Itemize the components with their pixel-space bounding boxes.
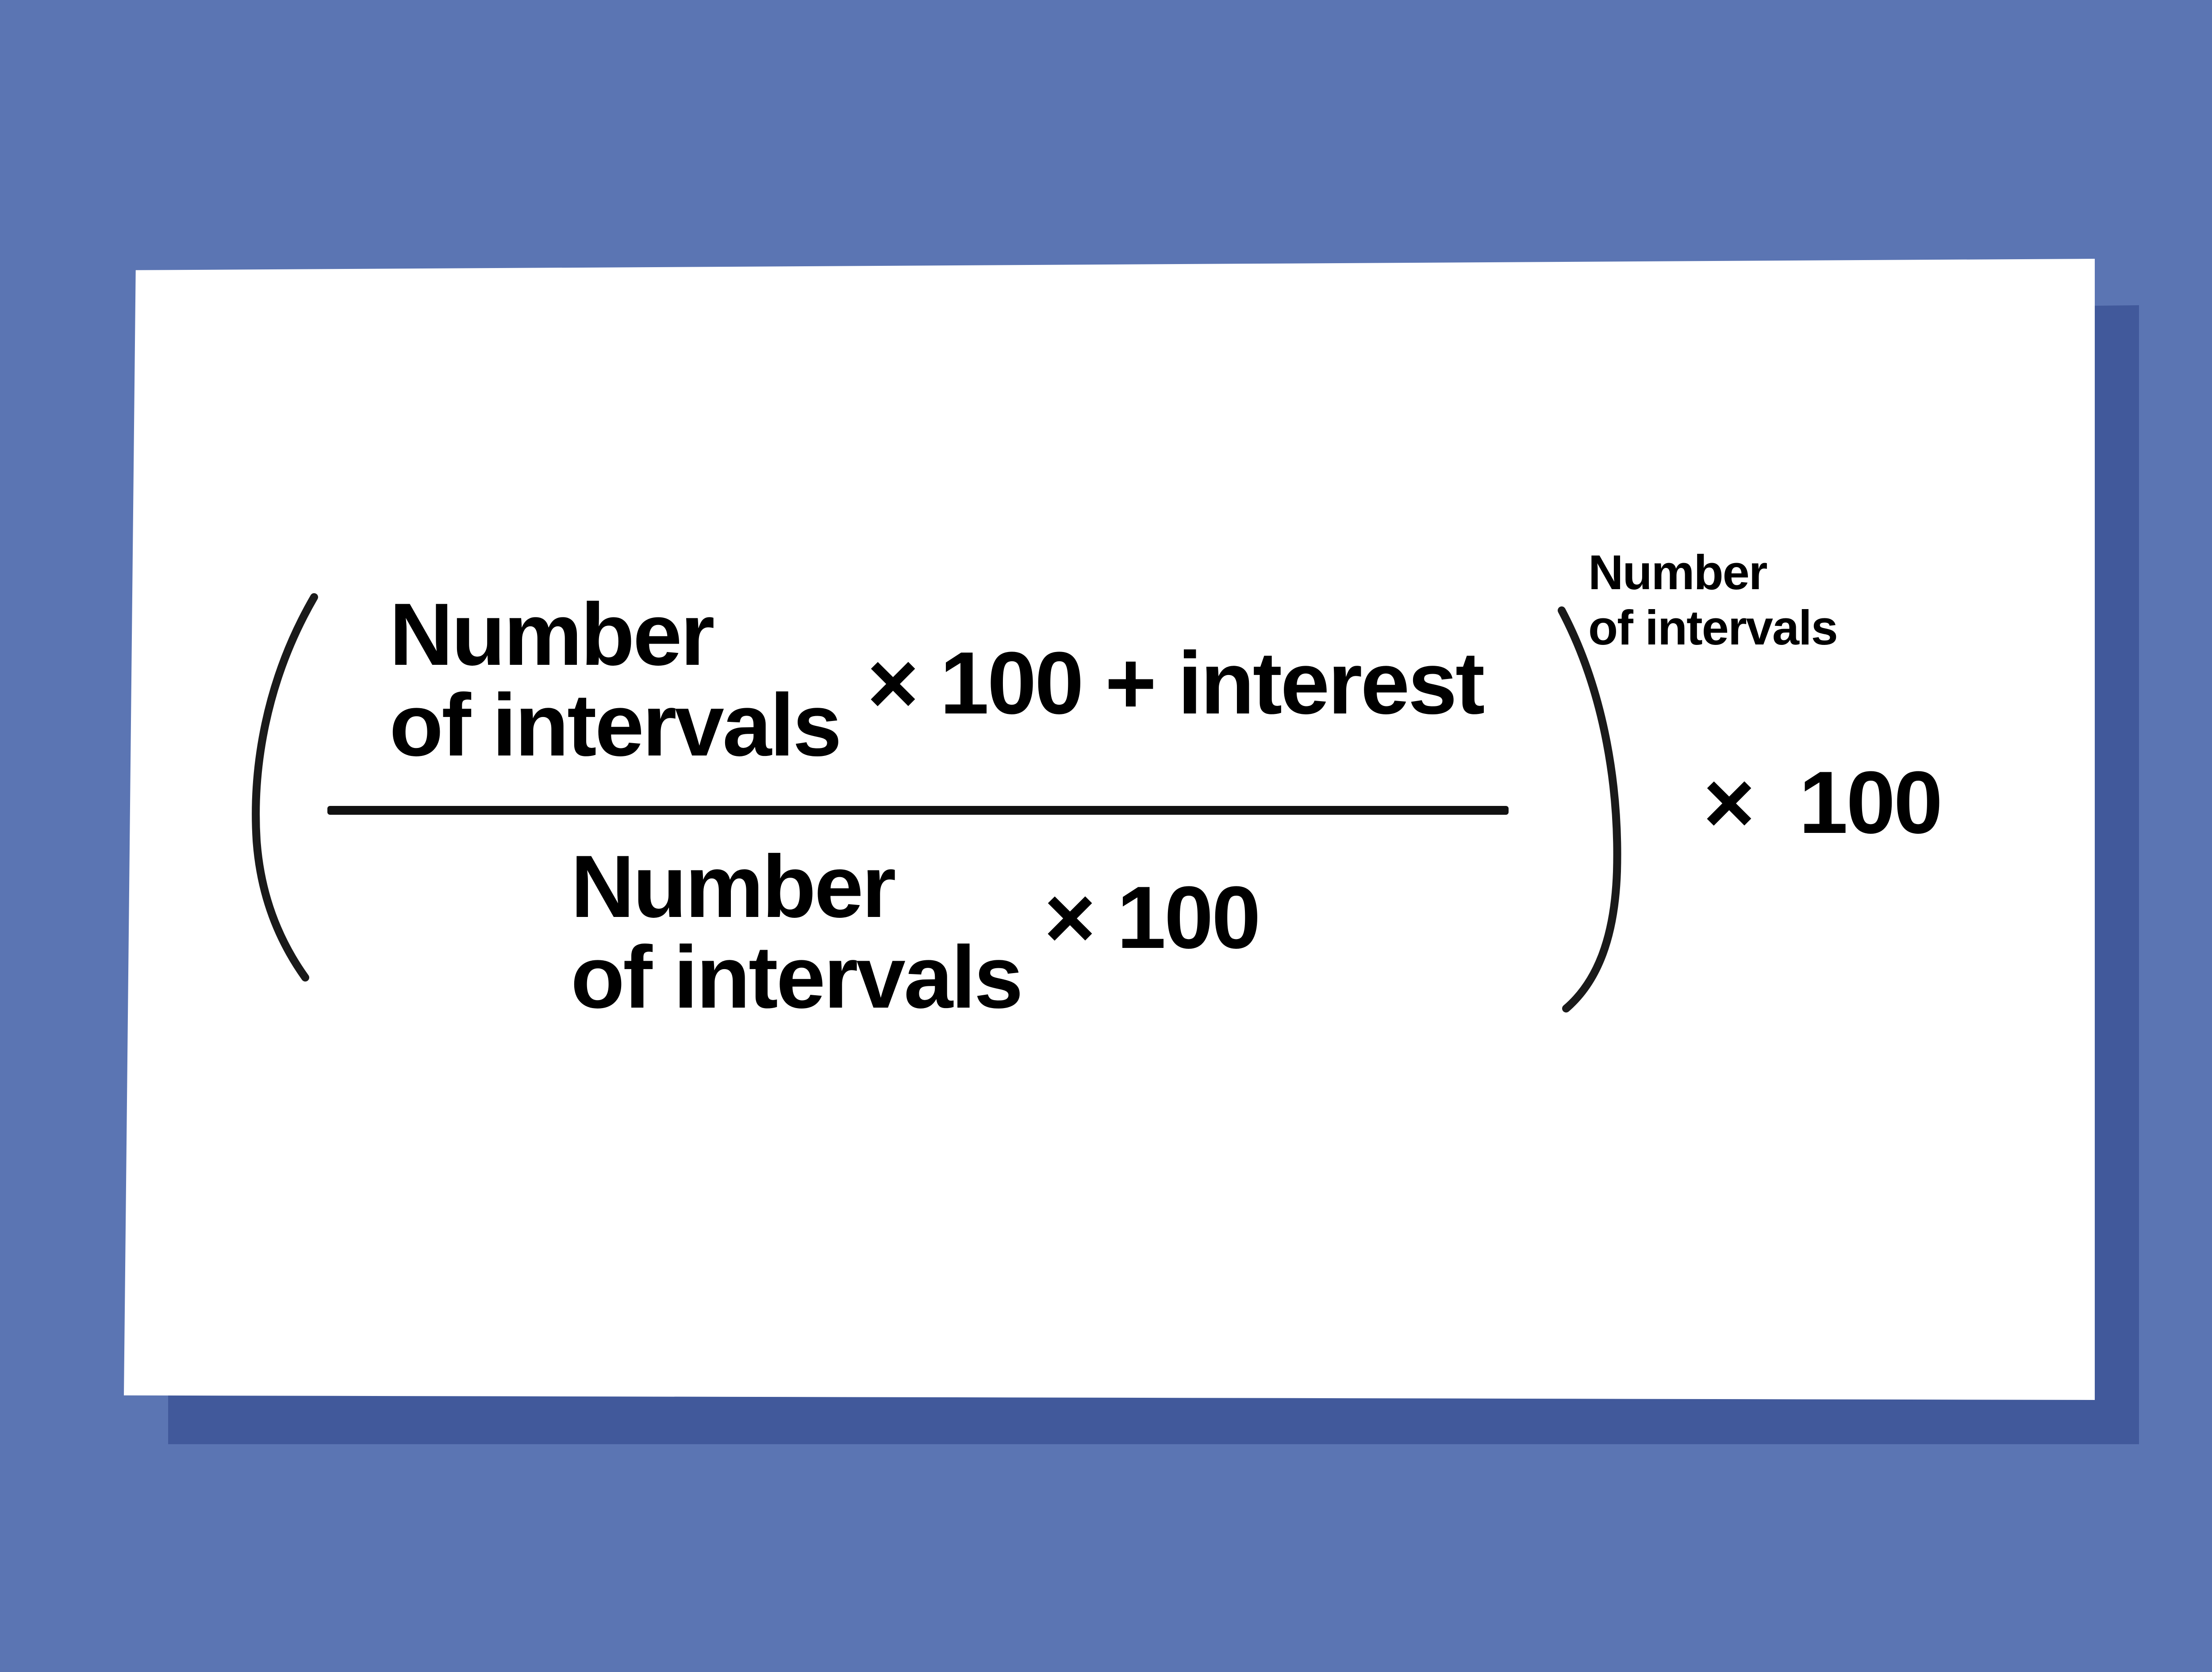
exponent-number-label: Number bbox=[1588, 545, 1768, 600]
formula-card bbox=[124, 259, 2095, 1400]
numerator-tail: × 100 + interest bbox=[867, 634, 1485, 732]
numerator-number-label: Number bbox=[389, 585, 715, 684]
right-parenthesis bbox=[1558, 606, 1621, 1012]
denominator-number-label: Number bbox=[571, 837, 896, 936]
numerator-intervals-label: of intervals bbox=[389, 676, 842, 775]
exponent-intervals-label: of intervals bbox=[1588, 601, 1838, 655]
denominator-tail: × 100 bbox=[1044, 868, 1261, 967]
left-parenthesis bbox=[252, 593, 318, 982]
multiplier-times-100: × 100 bbox=[1703, 753, 1943, 852]
fraction-bar bbox=[327, 806, 1509, 815]
denominator-intervals-label: of intervals bbox=[571, 928, 1023, 1027]
